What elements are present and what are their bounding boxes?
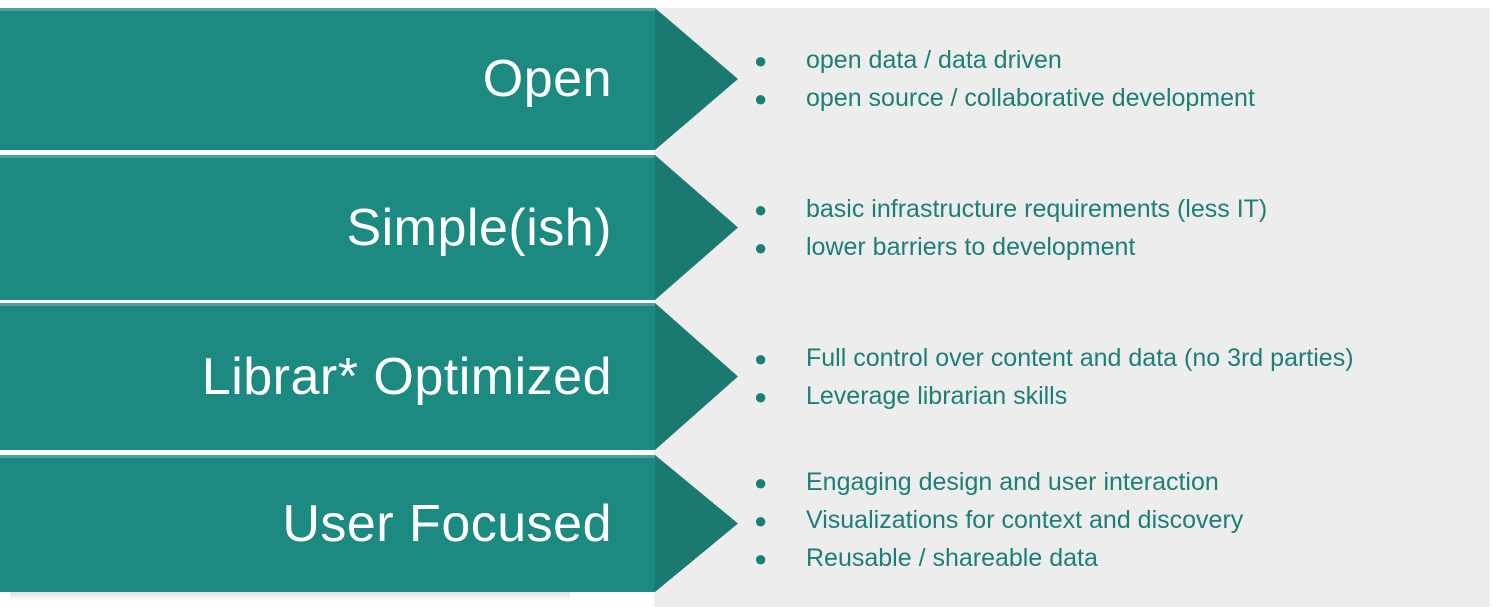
list-item-label: lower barriers to development xyxy=(806,232,1136,261)
chevron-label: Open xyxy=(482,50,612,108)
chevron-body xyxy=(0,155,655,300)
list-item: open data / data driven xyxy=(754,41,1255,79)
list-item: Visualizations for context and discovery xyxy=(754,501,1243,539)
chevron-body xyxy=(0,8,655,150)
chevron-arrow-head-icon xyxy=(655,8,738,150)
list-item-label: basic infrastructure requirements (less … xyxy=(806,194,1268,223)
bullet-dot-icon xyxy=(754,380,806,413)
list-item: Engaging design and user interaction xyxy=(754,463,1243,501)
bullet-dot-icon xyxy=(754,342,806,375)
chevron-label: Librar* Optimized xyxy=(201,347,612,406)
chevron-shape xyxy=(0,8,738,150)
bullet-dot-icon xyxy=(754,504,806,537)
list-item-label: Full control over content and data (no 3… xyxy=(806,343,1354,372)
list-item: Full control over content and data (no 3… xyxy=(754,339,1354,377)
bullet-dot-icon xyxy=(754,542,806,575)
bullet-dot-icon xyxy=(754,82,806,115)
bullet-dot-icon xyxy=(754,231,806,264)
chevron-row-open[interactable]: Open open data / data driven open source… xyxy=(0,8,1503,150)
list-item: Reusable / shareable data xyxy=(754,539,1243,577)
chevron-body xyxy=(0,455,655,592)
list-item-label: Visualizations for context and discovery xyxy=(806,505,1244,534)
chevron-shape xyxy=(0,455,738,592)
chevron-row-librar-optimized[interactable]: Librar* Optimized Full control over cont… xyxy=(0,303,1503,450)
bullet-dot-icon xyxy=(754,44,806,77)
bullet-dot-icon xyxy=(754,193,806,226)
chevron-row-user-focused[interactable]: User Focused Engaging design and user in… xyxy=(0,455,1503,592)
list-item-label: open data / data driven xyxy=(806,46,1062,74)
chevron-arrow-head-icon xyxy=(655,155,738,300)
list-item-label: open source / collaborative development xyxy=(806,84,1255,112)
chevron-label: User Focused xyxy=(282,494,612,553)
chevron-row-simple-ish[interactable]: Simple(ish) basic infrastructure require… xyxy=(0,155,1503,300)
bottom-drop-shadow xyxy=(10,592,570,601)
bullet-list: basic infrastructure requirements (less … xyxy=(754,155,1267,300)
list-item-label: Leverage librarian skills xyxy=(806,381,1068,410)
bullet-list: open data / data driven open source / co… xyxy=(754,8,1255,150)
list-item: basic infrastructure requirements (less … xyxy=(754,190,1267,228)
list-item: Leverage librarian skills xyxy=(754,377,1354,415)
bullet-list: Engaging design and user interaction Vis… xyxy=(754,451,1243,588)
chevron-shape xyxy=(0,303,738,450)
bullet-dot-icon xyxy=(754,466,806,499)
chevron-arrow-head-icon xyxy=(655,455,738,592)
chevron-body xyxy=(0,303,655,450)
chevron-label: Simple(ish) xyxy=(346,198,612,257)
list-item: lower barriers to development xyxy=(754,228,1267,266)
bullet-list: Full control over content and data (no 3… xyxy=(754,303,1354,450)
list-item: open source / collaborative development xyxy=(754,79,1255,117)
list-item-label: Engaging design and user interaction xyxy=(806,467,1219,496)
list-item-label: Reusable / shareable data xyxy=(806,543,1098,572)
chevron-arrow-head-icon xyxy=(655,303,738,450)
